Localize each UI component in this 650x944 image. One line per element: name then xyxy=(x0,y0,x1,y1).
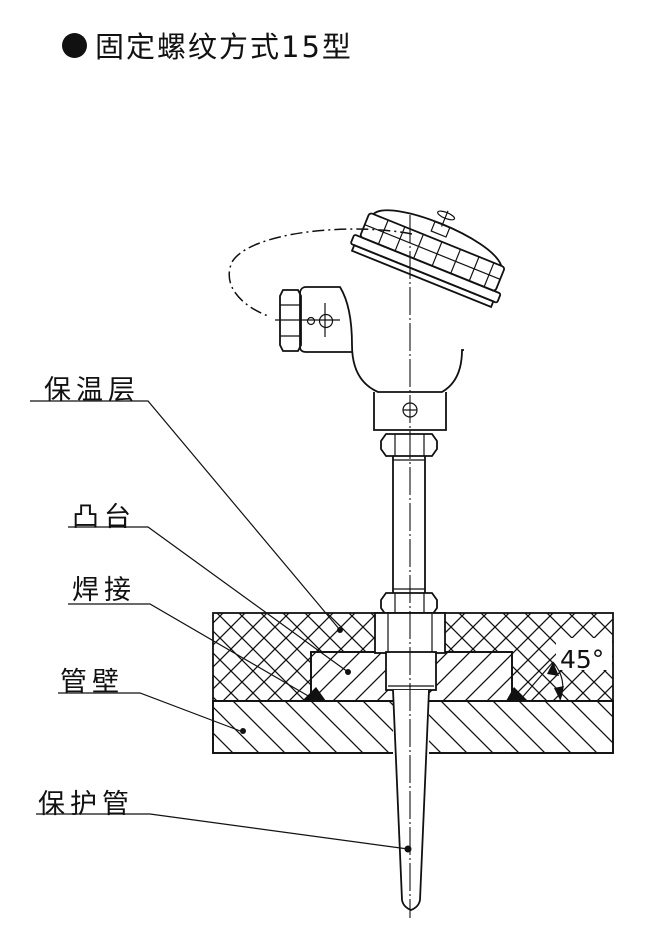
leader-pipe-wall xyxy=(58,692,244,733)
leader-lines xyxy=(30,400,412,853)
upper-hex-nut xyxy=(380,433,438,457)
lid-screw-icon xyxy=(437,210,456,221)
cable-gland-nut xyxy=(279,289,302,352)
label-boss: 凸台 xyxy=(72,502,136,533)
neck xyxy=(373,392,447,431)
weld-angle-annotation: 45° xyxy=(519,638,612,701)
mounting-section xyxy=(212,612,614,754)
weld-bead-left xyxy=(302,687,326,701)
bullet-icon xyxy=(62,32,87,58)
leader-boss xyxy=(68,526,349,673)
leader-insulation xyxy=(30,400,341,631)
lid xyxy=(350,209,505,309)
leader-weld xyxy=(68,603,311,698)
label-weld: 焊接 xyxy=(72,575,136,606)
diagram-title: 固定螺纹方式15型 xyxy=(62,24,353,66)
leader-protection-tube xyxy=(36,813,409,850)
label-protection-tube: 保护管 xyxy=(38,789,134,820)
junction-box xyxy=(228,209,505,431)
ground-screw-icon xyxy=(318,313,334,329)
diagram-title-text: 固定螺纹方式15型 xyxy=(95,30,353,64)
angle-label: 45° xyxy=(560,645,604,674)
protection-tube xyxy=(392,689,430,911)
lid-swing-path xyxy=(228,228,413,317)
lower-hex-nut xyxy=(380,592,438,616)
stem-assembly xyxy=(380,433,438,616)
